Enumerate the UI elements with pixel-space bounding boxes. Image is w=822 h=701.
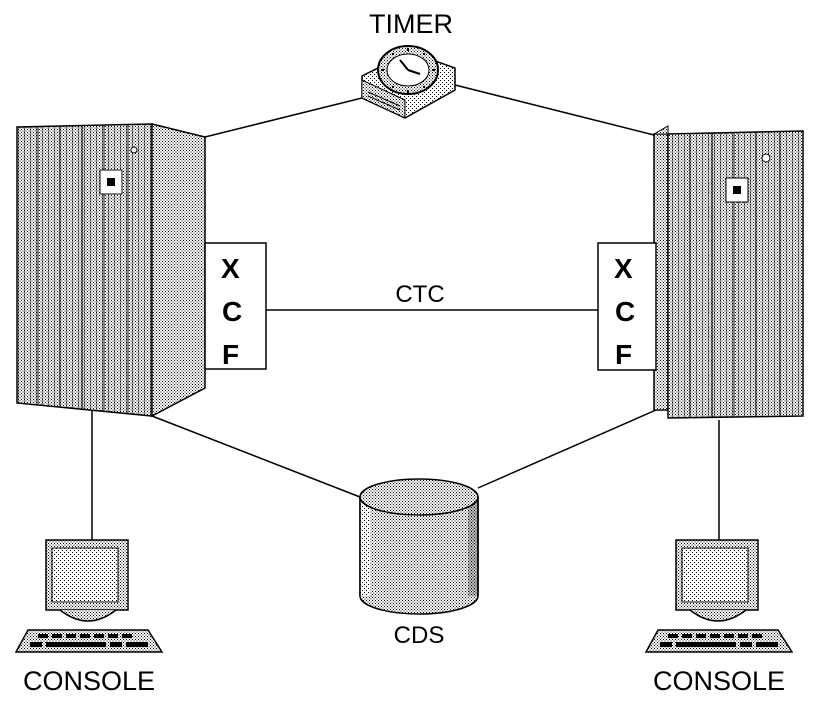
console-left-label: CONSOLE [23, 666, 155, 696]
timer-link-left [204, 97, 363, 138]
timer-link-right [454, 84, 655, 136]
ctc-label: CTC [395, 281, 444, 308]
timer-label: TIMER [369, 9, 453, 39]
xcf-right-c: C [615, 296, 635, 327]
mainframe-left [16, 123, 206, 418]
xcf-right-f: F [615, 339, 632, 370]
xcf-left-x: X [221, 253, 240, 284]
xcf-left-c: C [222, 296, 242, 327]
mainframe-right-side [652, 125, 669, 135]
console-right-label: CONSOLE [653, 666, 785, 696]
cds-link-left [151, 415, 361, 498]
mainframe-left-front [16, 123, 153, 417]
connection-lines [91, 84, 720, 545]
xcf-box-right: X C F [597, 242, 657, 371]
cds-label: CDS [394, 622, 445, 649]
mainframe-left-side [151, 123, 206, 418]
cds-disk [359, 478, 479, 615]
mainframe-right [652, 125, 804, 419]
timer-device [361, 45, 456, 119]
cds-link-right [477, 409, 657, 489]
xcf-right-x: X [614, 253, 633, 284]
console-left-workstation [14, 539, 164, 653]
xcf-box-left: X C F [204, 242, 267, 370]
mainframe-right-main [667, 130, 804, 419]
console-right-workstation [644, 539, 794, 653]
xcf-left-f: F [222, 339, 239, 370]
